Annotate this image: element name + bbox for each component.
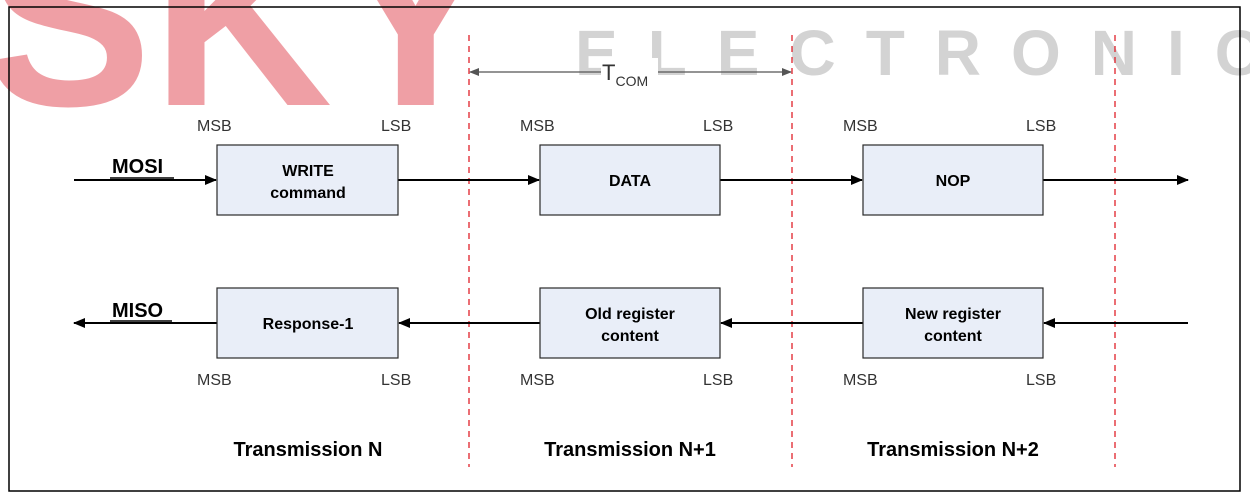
frame-label: New register	[905, 306, 1001, 323]
frame-box	[539, 287, 721, 359]
frame-label: command	[270, 185, 346, 202]
miso-frame-old-register: Old register content MSB LSB	[520, 287, 733, 389]
miso-label: MISO	[112, 300, 163, 322]
frame-label: content	[924, 328, 982, 345]
frame-label: Response-1	[263, 316, 354, 333]
mosi-frame-write-command: WRITE command MSB LSB	[197, 118, 411, 216]
transmission-label: Transmission N+2	[867, 439, 1039, 461]
frame-box	[216, 144, 399, 216]
msb-label: MSB	[197, 372, 232, 389]
watermark-brand-big: SKY	[0, 0, 499, 158]
frame-box	[862, 287, 1044, 359]
lsb-label: LSB	[1026, 118, 1056, 135]
mosi-row: MOSI WRITE command MSB LSB DATA MSB LSB …	[74, 118, 1189, 216]
lsb-label: LSB	[381, 118, 411, 135]
frame-label: NOP	[936, 173, 971, 190]
msb-label: MSB	[197, 118, 232, 135]
lsb-label: LSB	[381, 372, 411, 389]
frame-label: WRITE	[282, 163, 334, 180]
frame-label: DATA	[609, 173, 652, 190]
watermark-brand-small: ELECTRONIC	[575, 17, 1250, 89]
msb-label: MSB	[843, 372, 878, 389]
transmission-labels: Transmission N Transmission N+1 Transmis…	[234, 439, 1039, 461]
frame-box	[862, 144, 1044, 216]
msb-label: MSB	[520, 372, 555, 389]
frame-box	[216, 287, 399, 359]
miso-frame-response: Response-1 MSB LSB	[197, 287, 411, 389]
frame-box	[539, 144, 721, 216]
lsb-label: LSB	[703, 372, 733, 389]
lsb-label: LSB	[703, 118, 733, 135]
miso-row: MISO Response-1 MSB LSB Old register con…	[73, 287, 1188, 389]
watermark: SKY ELECTRONIC	[0, 0, 1250, 158]
tcom-label: TCOM	[602, 60, 648, 89]
transmission-dividers	[468, 35, 1116, 467]
diagram-border	[8, 6, 1241, 492]
mosi-frame-data: DATA MSB LSB	[520, 118, 733, 216]
msb-label: MSB	[843, 118, 878, 135]
msb-label: MSB	[520, 118, 555, 135]
mosi-frame-nop: NOP MSB LSB	[843, 118, 1056, 216]
frame-label: content	[601, 328, 659, 345]
transmission-label: Transmission N	[234, 439, 383, 461]
transmission-label: Transmission N+1	[544, 439, 716, 461]
tcom-marker: TCOM	[469, 58, 792, 89]
frame-label: Old register	[585, 306, 675, 323]
lsb-label: LSB	[1026, 372, 1056, 389]
miso-frame-new-register: New register content MSB LSB	[843, 287, 1056, 389]
mosi-label: MOSI	[112, 156, 163, 178]
